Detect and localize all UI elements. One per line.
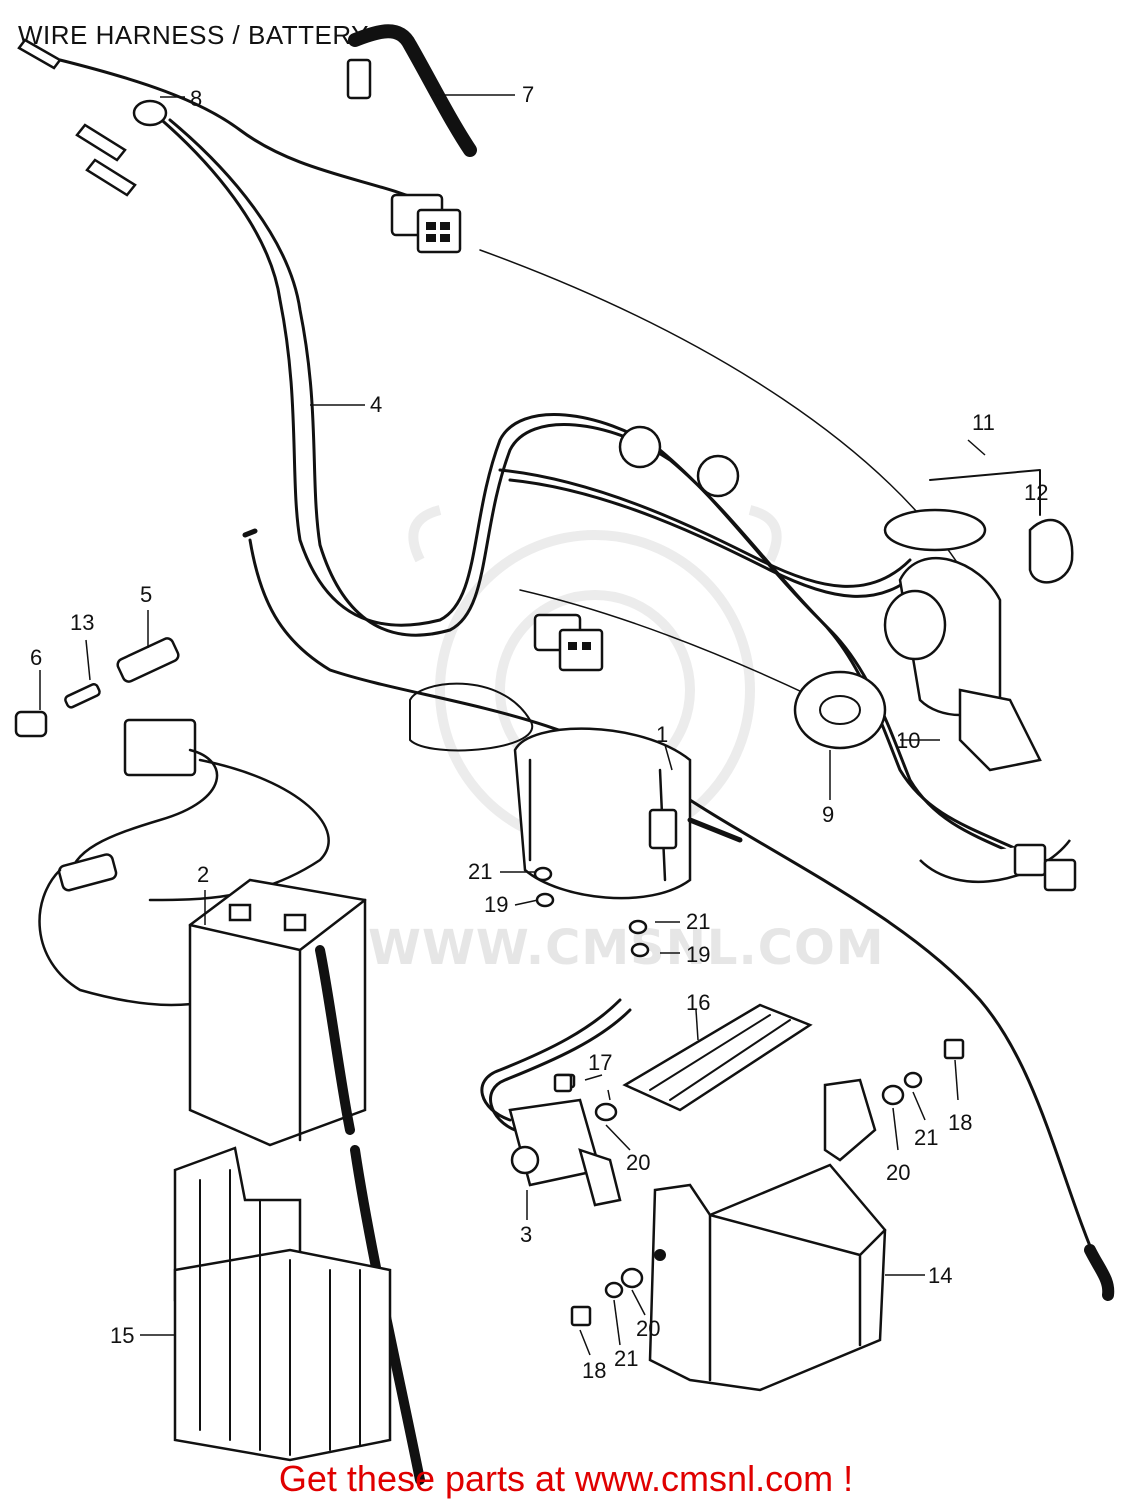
fuse-cap [14,710,48,738]
callouts: 1 2 3 4 5 6 7 8 9 10 11 12 13 14 15 16 1… [30,82,1048,1383]
switch-assembly [883,469,1077,892]
callout-17: 17 [588,1050,612,1075]
callout-18a: 18 [948,1110,972,1135]
coil-washers [533,866,650,958]
diagram-title: WIRE HARNESS / BATTERY [18,20,369,50]
callout-21a: 21 [468,859,492,884]
leader-lines [39,94,1041,1356]
harness-ring [793,670,887,750]
callout-19a: 19 [484,892,508,917]
callout-13: 13 [70,610,94,635]
fuse-holder-cap [116,637,180,683]
harness-connector-top [390,193,462,254]
callout-20c: 20 [636,1316,660,1341]
callout-6: 6 [30,645,42,670]
lower-bolts [553,1038,965,1327]
battery-band [622,1003,813,1112]
callout-21c: 21 [914,1125,938,1150]
grommet [132,99,168,127]
battery-cushion [173,1146,392,1462]
callout-10: 10 [896,728,920,753]
footer-link-text: Get these parts at www.cmsnl.com ! [278,1458,854,1499]
callout-21d: 21 [614,1346,638,1371]
callout-15: 15 [110,1323,134,1348]
callout-1: 1 [656,722,668,747]
cable-band [346,24,477,157]
callout-9: 9 [822,802,834,827]
callout-18b: 18 [582,1358,606,1383]
callout-19b: 19 [686,942,710,967]
callout-21b: 21 [686,909,710,934]
callout-2: 2 [197,862,209,887]
callout-7: 7 [522,82,534,107]
callout-20b: 20 [886,1160,910,1185]
battery-case [648,1078,887,1392]
callout-4: 4 [370,392,382,417]
fuse [64,683,101,709]
battery-connector [38,718,330,1007]
callout-16: 16 [686,990,710,1015]
callout-12: 12 [1024,480,1048,505]
callout-3: 3 [520,1222,532,1247]
ignition-coil [409,682,743,900]
callout-11: 11 [972,410,995,435]
bulb-sockets [618,425,740,498]
callout-20a: 20 [626,1150,650,1175]
regulator [480,998,632,1207]
spade-terminals [17,38,137,197]
watermark: WWW.CMSNL.COM [368,920,885,976]
callout-5: 5 [140,582,152,607]
callout-8: 8 [190,86,202,111]
harness-connector-mid [533,613,604,672]
callout-14: 14 [928,1263,952,1288]
